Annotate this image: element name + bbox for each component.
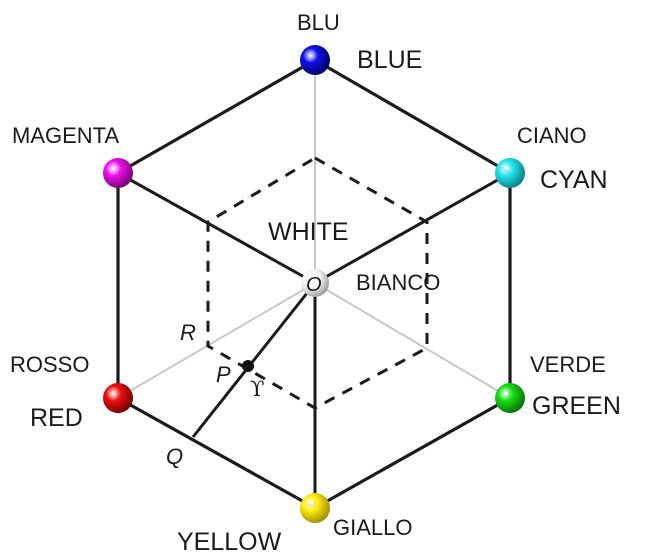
vertex-yellow-sphere <box>300 493 330 523</box>
center-spokes <box>117 60 511 399</box>
label-white: WHITE <box>268 218 349 246</box>
label-red: RED <box>30 404 83 432</box>
vertex-magenta-sphere <box>103 158 133 188</box>
label-point-o: O <box>306 274 322 296</box>
label-rosso: ROSSO <box>10 352 89 377</box>
label-ciano: CIANO <box>517 123 587 148</box>
edge-white-magenta <box>117 171 316 285</box>
label-cyan: CYAN <box>540 166 608 194</box>
point-p-dot <box>242 360 254 372</box>
label-green: GREEN <box>532 392 621 420</box>
label-blu: BLU <box>297 10 340 35</box>
label-blue: BLUE <box>357 46 422 74</box>
label-point-q: Q <box>166 444 183 469</box>
label-point-p: P <box>216 362 231 387</box>
vertex-red-sphere <box>103 383 133 413</box>
vertex-white-sphere <box>301 269 329 297</box>
spoke-red <box>117 282 316 399</box>
label-verde: VERDE <box>530 352 606 377</box>
label-bianco: BIANCO <box>356 270 440 295</box>
label-giallo: GIALLO <box>333 515 412 540</box>
vertex-green-sphere <box>495 383 525 413</box>
vertex-cyan-sphere <box>495 158 525 188</box>
label-point-r: R <box>180 320 196 345</box>
label-magenta: MAGENTA <box>12 123 119 148</box>
center-edges <box>117 171 511 508</box>
vertex-blue-sphere <box>300 45 330 75</box>
label-yellow: YELLOW <box>177 528 282 556</box>
edge-white-cyan <box>314 171 511 285</box>
label-gamma: ϒ <box>250 377 264 401</box>
spoke-green <box>314 282 511 399</box>
line-opq <box>191 282 317 438</box>
